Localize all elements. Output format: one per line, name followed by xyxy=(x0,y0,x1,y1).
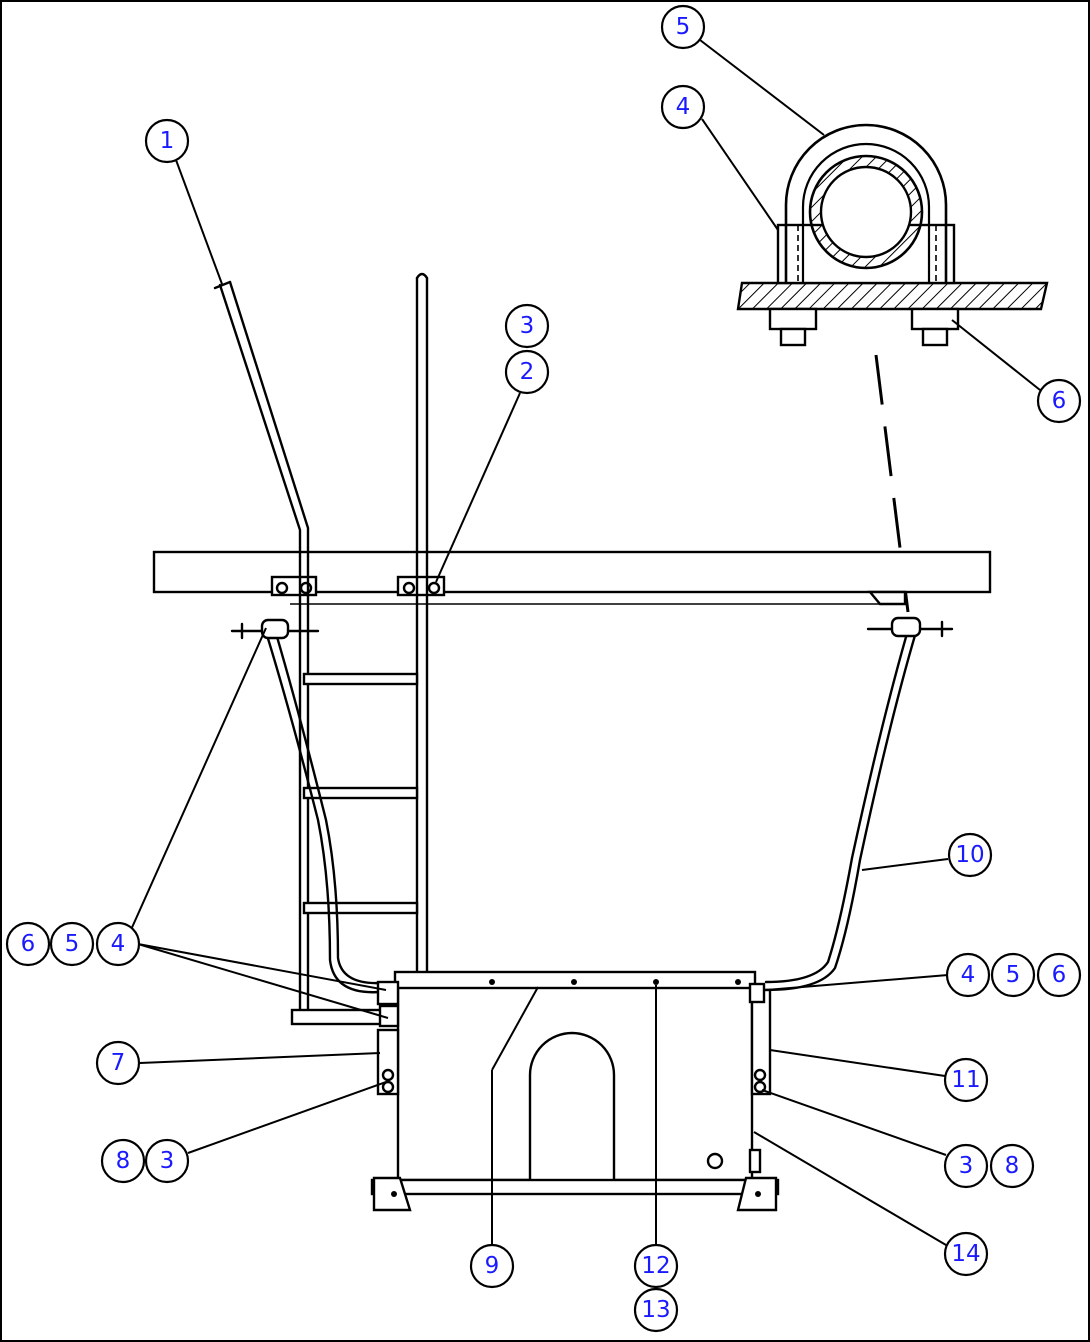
svg-text:14: 14 xyxy=(951,1241,980,1267)
svg-text:8: 8 xyxy=(116,1148,131,1174)
detail-mounting-plate xyxy=(736,281,1049,311)
svg-text:4: 4 xyxy=(961,962,976,988)
callout-4-right: 4 xyxy=(945,952,991,998)
svg-text:6: 6 xyxy=(21,931,36,957)
detail-reference-line xyxy=(874,354,910,613)
svg-text:6: 6 xyxy=(1052,388,1067,414)
svg-text:6: 6 xyxy=(1052,962,1067,988)
callout-1: 1 xyxy=(144,118,190,164)
callout-8-right: 8 xyxy=(989,1143,1035,1189)
svg-text:8: 8 xyxy=(1005,1153,1020,1179)
handrail-bent xyxy=(218,283,302,1024)
callout-5-right: 5 xyxy=(990,952,1036,998)
callout-8-left: 8 xyxy=(100,1138,146,1184)
callout-5-detail: 5 xyxy=(660,4,706,50)
svg-text:13: 13 xyxy=(641,1297,670,1323)
hose-right xyxy=(764,630,918,992)
callout-14: 14 xyxy=(943,1231,989,1277)
hose-left xyxy=(264,630,382,994)
callout-9: 9 xyxy=(469,1243,515,1289)
callout-6-right: 6 xyxy=(1036,952,1082,998)
tank-base xyxy=(370,1178,780,1196)
callout-2: 2 xyxy=(504,349,550,395)
lid-bolts xyxy=(489,979,741,985)
ladder-rungs xyxy=(290,672,419,1026)
callout-11: 11 xyxy=(943,1057,989,1103)
svg-text:5: 5 xyxy=(1006,962,1021,988)
detail-view-clamp xyxy=(736,123,1049,613)
callout-6-left: 6 xyxy=(5,921,51,967)
svg-text:7: 7 xyxy=(111,1050,126,1076)
svg-text:1: 1 xyxy=(160,128,175,154)
main-assembly xyxy=(152,272,992,1212)
fitting-top-right xyxy=(866,616,954,638)
svg-text:5: 5 xyxy=(676,14,691,40)
svg-text:3: 3 xyxy=(520,313,535,339)
callout-7: 7 xyxy=(95,1040,141,1086)
callout-13: 13 xyxy=(633,1287,679,1333)
callout-4-left: 4 xyxy=(95,921,141,967)
svg-text:2: 2 xyxy=(520,359,535,385)
tank-arch-opening xyxy=(528,1031,616,1180)
callout-12: 12 xyxy=(633,1243,679,1289)
detail-nut-right xyxy=(910,307,960,331)
callout-5-left: 5 xyxy=(49,921,95,967)
callout-3-top: 3 xyxy=(504,303,550,349)
svg-text:3: 3 xyxy=(959,1153,974,1179)
detail-nut-left xyxy=(768,307,818,331)
svg-text:5: 5 xyxy=(65,931,80,957)
svg-text:4: 4 xyxy=(111,931,126,957)
svg-text:3: 3 xyxy=(160,1148,175,1174)
svg-text:4: 4 xyxy=(676,94,691,120)
fitting-top-left xyxy=(230,618,320,640)
svg-text:12: 12 xyxy=(641,1253,670,1279)
svg-text:11: 11 xyxy=(951,1067,980,1093)
svg-text:10: 10 xyxy=(955,842,984,868)
callout-6-detail: 6 xyxy=(1036,378,1082,424)
callout-3-right: 3 xyxy=(943,1143,989,1189)
callout-3-left: 3 xyxy=(144,1138,190,1184)
svg-text:9: 9 xyxy=(485,1253,500,1279)
callout-4-detail: 4 xyxy=(660,84,706,130)
leader-lines xyxy=(129,39,1041,1246)
callout-10: 10 xyxy=(947,832,993,878)
